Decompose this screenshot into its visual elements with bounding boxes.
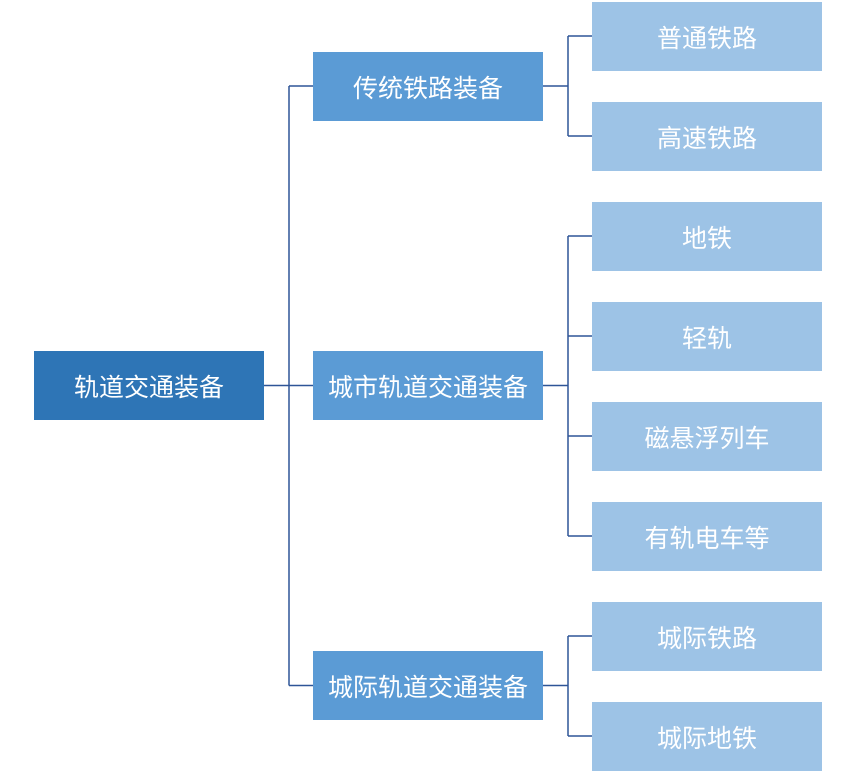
leaf-node-conventional-railway: 普通铁路 xyxy=(592,2,822,71)
root-node: 轨道交通装备 xyxy=(34,351,264,420)
leaf-node-intercity-metro: 城际地铁 xyxy=(592,702,822,771)
category-node-urban-rail: 城市轨道交通装备 xyxy=(313,351,543,420)
leaf-node-light-rail: 轻轨 xyxy=(592,302,822,371)
leaf-node-metro: 地铁 xyxy=(592,202,822,271)
category-node-traditional-rail: 传统铁路装备 xyxy=(313,52,543,121)
category-node-intercity-rail: 城际轨道交通装备 xyxy=(313,651,543,720)
leaf-node-intercity-railway: 城际铁路 xyxy=(592,602,822,671)
leaf-node-maglev: 磁悬浮列车 xyxy=(592,402,822,471)
leaf-node-tram-etc: 有轨电车等 xyxy=(592,502,822,571)
leaf-node-high-speed-railway: 高速铁路 xyxy=(592,102,822,171)
